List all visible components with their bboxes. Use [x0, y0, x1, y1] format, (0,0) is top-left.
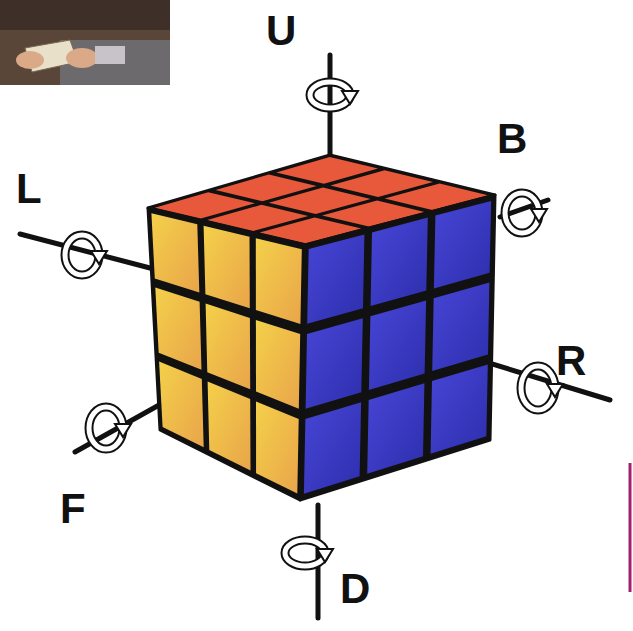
- face-label: B: [497, 118, 527, 160]
- arrow-head: [317, 549, 333, 562]
- rotation-arrows: [65, 82, 563, 566]
- sticker: [208, 382, 251, 471]
- right-face: [300, 195, 495, 500]
- sticker: [304, 402, 361, 493]
- corner-photo: [0, 0, 170, 85]
- sticker: [256, 320, 300, 409]
- rubiks-cube: [148, 155, 495, 500]
- sticker: [432, 283, 489, 372]
- sticker: [256, 238, 302, 324]
- sticker: [431, 364, 488, 453]
- face-label: L: [16, 168, 42, 210]
- sticker: [434, 201, 491, 289]
- front-face: [148, 208, 305, 500]
- sticker: [206, 304, 251, 390]
- sticker: [204, 226, 250, 309]
- face-label: D: [340, 568, 370, 610]
- face-label: U: [266, 10, 296, 52]
- sticker: [155, 287, 201, 369]
- arrow-head: [547, 384, 563, 397]
- arrow-head: [342, 91, 358, 104]
- arrow-head: [115, 424, 131, 437]
- face-label: F: [60, 488, 86, 530]
- axis-lines: [20, 55, 610, 618]
- sticker: [371, 218, 428, 307]
- sticker: [306, 318, 363, 409]
- edge-mark: [629, 463, 632, 592]
- sticker: [307, 234, 364, 323]
- sticker: [369, 301, 426, 390]
- sticker: [159, 362, 204, 448]
- sticker: [256, 401, 299, 493]
- sticker: [367, 383, 424, 474]
- arrow-head: [531, 209, 547, 222]
- sticker: [151, 213, 199, 292]
- face-label: R: [556, 340, 586, 382]
- arrow-head: [91, 251, 107, 264]
